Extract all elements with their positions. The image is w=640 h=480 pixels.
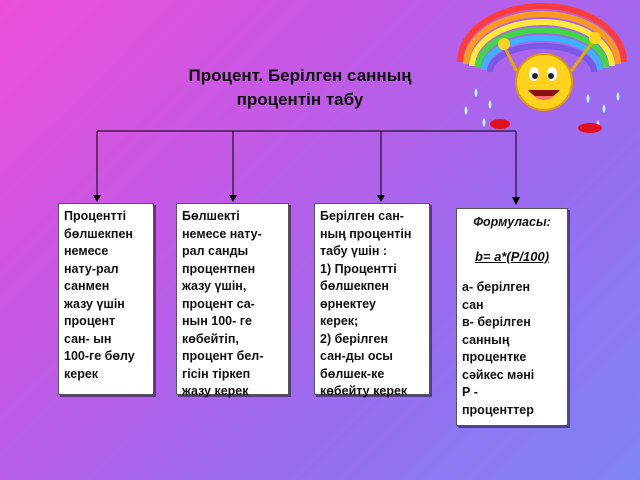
card-line: процент са-: [182, 296, 255, 311]
card-line: бөлшек-ке: [320, 366, 385, 381]
card-line: өрнектеу: [320, 296, 376, 311]
card-line: 2) берілген: [320, 331, 389, 346]
card-line: жазу керек: [182, 384, 249, 398]
card-line: процентпен: [182, 261, 256, 276]
card-line: керек: [64, 366, 99, 381]
formula: b= a*(P/100): [474, 248, 550, 264]
card-fraction-to-percent: Процентті бөлшекпен немесе нату-рал санм…: [58, 203, 154, 395]
card-line: керек;: [320, 314, 359, 328]
card-line: сан-ды осы: [320, 349, 393, 363]
arrowhead-4: [512, 197, 520, 205]
formula-legend-line: а- берілген: [462, 280, 531, 294]
card-line: табу үшін :: [320, 244, 388, 258]
card-line: нату-рал: [64, 261, 119, 276]
card-line: Процентті: [64, 209, 127, 223]
card-line: жазу үшін: [64, 296, 125, 311]
card-line: бөлшекпен: [64, 226, 133, 241]
card-line: нын 100- ге: [182, 314, 252, 328]
arrowhead-3: [377, 195, 385, 202]
card-line: жазу үшін,: [182, 279, 247, 293]
formulas-heading: Формуласы:: [473, 215, 551, 229]
card-line: бөлшекпен: [320, 279, 389, 293]
smiling-sun-under-rainbow-icon: [457, 3, 627, 133]
card-percent-of-number: Берілген сан- ның процентін табу үшін : …: [314, 203, 430, 398]
card-line: гісін тіркеп: [182, 366, 251, 381]
card-line: 1) Процентті: [320, 261, 397, 276]
card-number-to-percent: Бөлшекті немесе нату- рал санды процентп…: [176, 203, 289, 398]
card-line: процент бел-: [182, 349, 264, 363]
card-line: Бөлшекті: [182, 209, 240, 223]
card-line: сан- ын: [64, 331, 112, 346]
card-line: процент: [64, 314, 116, 328]
card-line: немесе: [64, 244, 109, 258]
arrowhead-2: [229, 195, 237, 202]
card-line: рал санды: [182, 244, 249, 258]
title-line-2: процентін табу: [236, 90, 364, 109]
card-line: 100-ге бөлу: [64, 349, 135, 363]
card-formulas: Формуласы: b= a*(P/100) а- берілген сан …: [456, 208, 568, 426]
formula-legend-line: процентке: [462, 350, 527, 364]
formula-legend-line: Р -: [462, 385, 478, 399]
card-line: санмен: [64, 279, 110, 293]
formula-legend-line: санның: [462, 332, 510, 347]
card-line: ның процентін: [320, 226, 412, 241]
card-line: Берілген сан-: [320, 209, 404, 223]
formula-legend-line: сәйкес мәні: [462, 367, 535, 382]
title-line-1: Процент. Берілген санның: [188, 66, 412, 85]
card-line: немесе нату-: [182, 226, 262, 241]
page-title: Процент. Берілген санның процентін табу: [150, 64, 450, 112]
formula-legend-line: сан: [462, 297, 484, 312]
card-line: көбейтіп,: [182, 331, 239, 346]
card-line: көбейту керек: [320, 384, 408, 398]
formula-legend-line: проценттер: [462, 402, 534, 417]
arrowhead-1: [93, 195, 101, 202]
formula-legend-line: в- берілген: [462, 315, 531, 329]
